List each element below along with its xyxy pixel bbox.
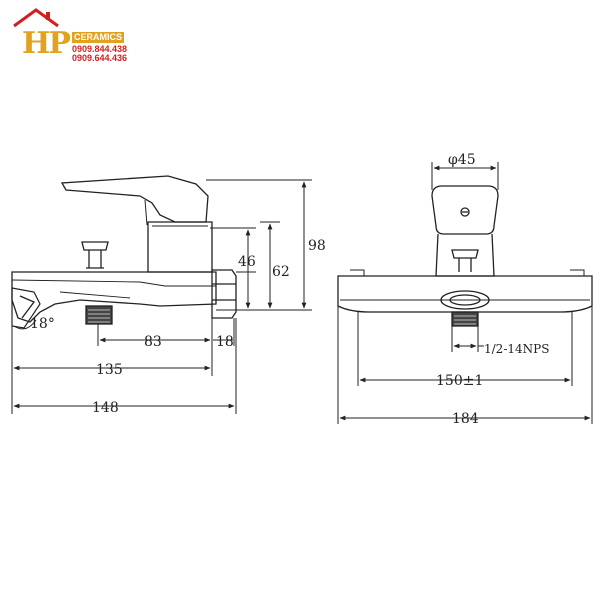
dim-inlet-height: 62 — [272, 264, 290, 280]
diverter-knob — [81, 241, 109, 269]
dim-body-height: 46 — [238, 254, 256, 270]
side-view-dimensions — [13, 179, 312, 414]
brand-logo: HP CERAMICS 0909.844.438 0909.644.436 — [10, 8, 130, 64]
front-body — [435, 233, 495, 277]
dim-overall-width: 184 — [452, 411, 479, 427]
front-view-labels: φ45 1/2-14NPS 150±1 184 — [436, 152, 549, 427]
logo-phone-1: 0909.844.438 — [72, 44, 128, 54]
dim-centers: 150±1 — [436, 373, 483, 389]
logo-phone-2: 0909.644.436 — [72, 53, 128, 63]
lever-handle — [60, 175, 209, 223]
logo-initials: HP — [22, 26, 71, 61]
side-view — [11, 175, 237, 414]
logo-name: CERAMICS — [72, 32, 125, 43]
front-diverter-knob — [451, 249, 479, 272]
front-view-dimensions — [337, 162, 593, 424]
dim-spout-angle: 18° — [30, 316, 55, 332]
front-outlet — [440, 290, 490, 327]
front-bar — [337, 275, 593, 313]
dim-overall-height: 98 — [308, 238, 326, 254]
side-view-labels: 98 62 46 18° 83 18 135 148 — [30, 238, 326, 416]
front-handle — [431, 185, 499, 235]
hose-outlet — [85, 305, 113, 325]
front-view — [337, 185, 593, 327]
logo-roof-icon — [13, 8, 59, 28]
dim-thread: 1/2-14NPS — [484, 342, 549, 356]
dim-spout-reach: 135 — [96, 362, 123, 378]
spout-body — [11, 271, 217, 323]
dim-overall-length: 148 — [92, 400, 119, 416]
mixer-body — [147, 221, 213, 273]
dim-spout-to-axis: 83 — [144, 334, 162, 350]
dim-handle-diameter: φ45 — [448, 152, 476, 168]
dim-nut-width: 18 — [216, 334, 234, 350]
